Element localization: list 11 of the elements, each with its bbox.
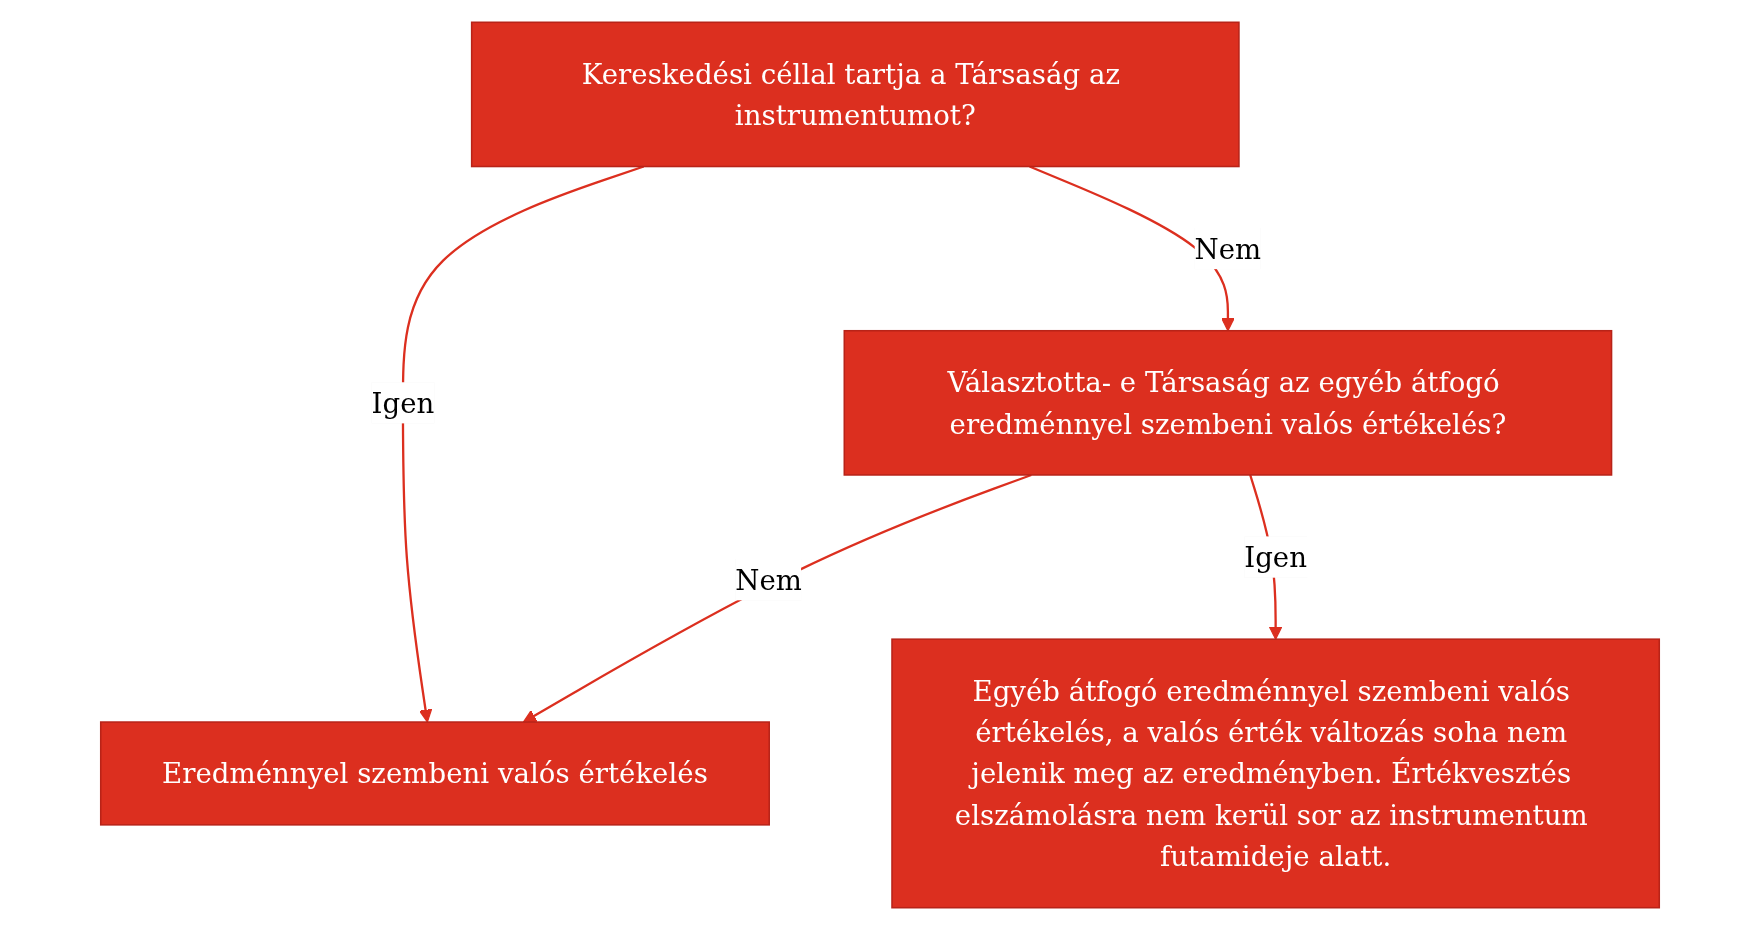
node-box: Kereskedési céllal tartja a Társaság az instrumentumot? bbox=[470, 21, 1240, 168]
node-box: Eredménnyel szembeni valós értékelés bbox=[99, 721, 770, 826]
arrow bbox=[1029, 165, 1235, 332]
node-box: Választotta- e Társaság az egyéb átfogó eredménnyel szembeni valós értékelés? bbox=[843, 329, 1613, 476]
edge-label: Igen bbox=[371, 386, 435, 419]
arrow bbox=[522, 473, 1032, 723]
arrow bbox=[401, 165, 645, 723]
edge-label: Nem bbox=[735, 563, 802, 596]
node-box: Egyéb átfogó eredménnyel szembeni valós értékelés, a valós érték változás soha nem jelenik meg az eredményben. Értékvesztés elszámolásra nem kerül sor az instrumentum futamideje alatt. bbox=[891, 638, 1661, 909]
edge-label: Igen bbox=[1244, 540, 1308, 574]
edge-label: Nem bbox=[1194, 232, 1262, 265]
